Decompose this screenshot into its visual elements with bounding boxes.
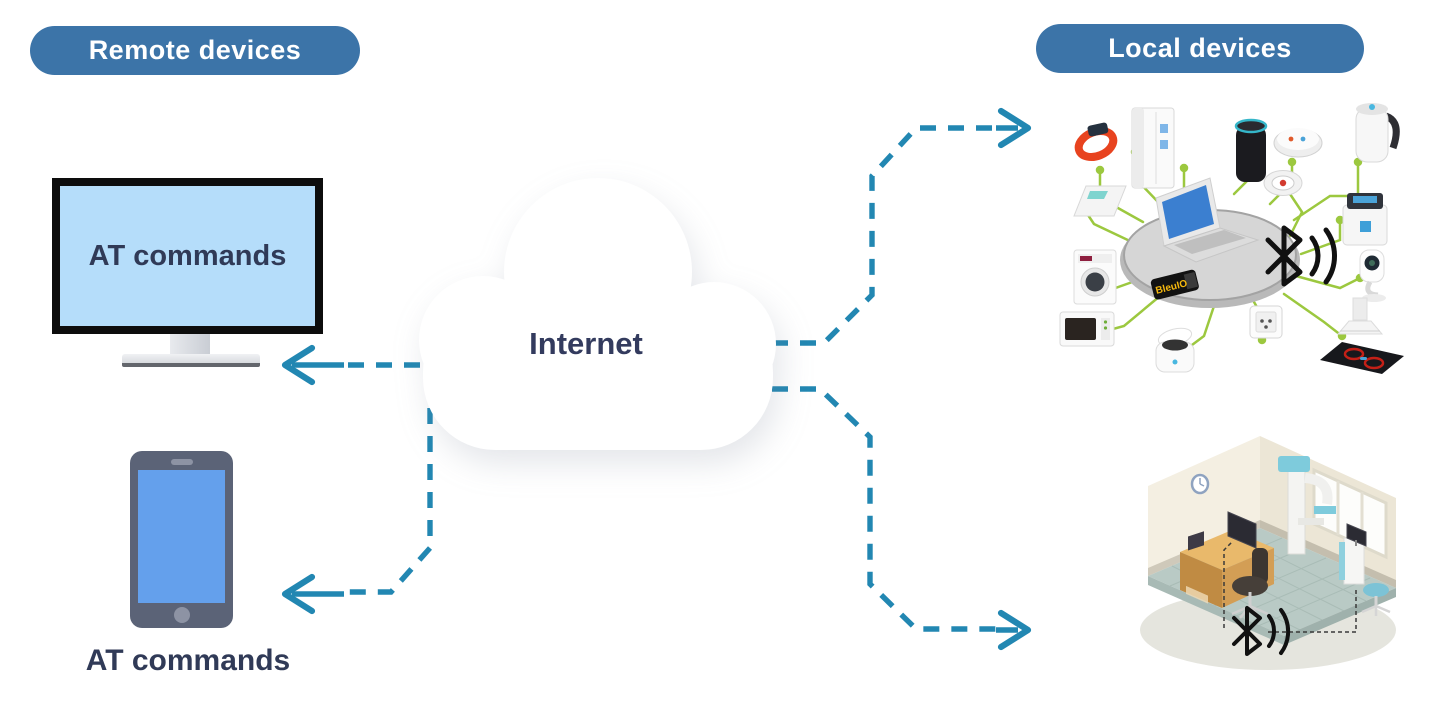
laptop-icon [1155, 177, 1260, 263]
bluetooth-links [1223, 541, 1357, 633]
desktop-monitor: AT commands [52, 178, 323, 334]
cooktop-icon [1320, 342, 1404, 374]
phone-speaker [171, 459, 193, 465]
wall-clock-icon [1190, 473, 1210, 495]
monitor-stand-base [122, 354, 260, 367]
smart-outlet-icon [1249, 305, 1283, 339]
circuit-traces [1081, 147, 1365, 353]
microwave-icon [1059, 311, 1115, 347]
phone-home-button [174, 607, 190, 623]
security-camera-icon [1359, 249, 1386, 302]
refrigerator-icon [1131, 107, 1175, 189]
fitness-tracker-icon [1074, 122, 1118, 162]
monitor-stand-neck [170, 334, 210, 356]
iot-devices-illustration: BleuIO [1059, 103, 1404, 374]
robot-vacuum-icon [1273, 128, 1323, 158]
bluetooth-dongle-icon: BleuIO [1150, 269, 1199, 300]
remote-devices-label: Remote devices [30, 26, 360, 75]
smart-scale-icon [1073, 185, 1127, 217]
bluetooth-signal-icon [1265, 225, 1337, 287]
desktop-monitor-icon [1227, 511, 1257, 549]
local-devices-label: Local devices [1036, 24, 1364, 73]
room-illustration [1140, 436, 1396, 670]
room-wall-left [1148, 436, 1260, 576]
smoke-detector-icon [1263, 170, 1303, 196]
monitor-at-commands-label: AT commands [88, 239, 287, 272]
phone-screen [138, 470, 225, 603]
phone-at-commands-label: AT commands [85, 644, 291, 677]
coffee-machine-icon [1342, 193, 1388, 246]
arrow-cloud-to-iot [772, 107, 1032, 346]
xray-machine-icon [1278, 456, 1336, 555]
arrow-cloud-to-monitor [281, 344, 420, 386]
bluetooth-signal-icon [1232, 606, 1291, 656]
monitor-cart-icon [1339, 523, 1367, 585]
arrow-cloud-to-phone [281, 408, 433, 615]
smart-speaker-icon [1234, 118, 1268, 182]
kettle-icon [1355, 103, 1400, 163]
stool-icon [1361, 583, 1391, 616]
range-hood-icon [1336, 297, 1384, 335]
cloud-label: Internet [529, 326, 643, 361]
multicooker-icon [1155, 327, 1195, 373]
washing-machine-icon [1073, 249, 1117, 305]
books [1188, 531, 1204, 551]
internet-cloud [419, 178, 776, 450]
arrow-cloud-to-room [772, 386, 1032, 651]
smartphone [130, 451, 233, 628]
